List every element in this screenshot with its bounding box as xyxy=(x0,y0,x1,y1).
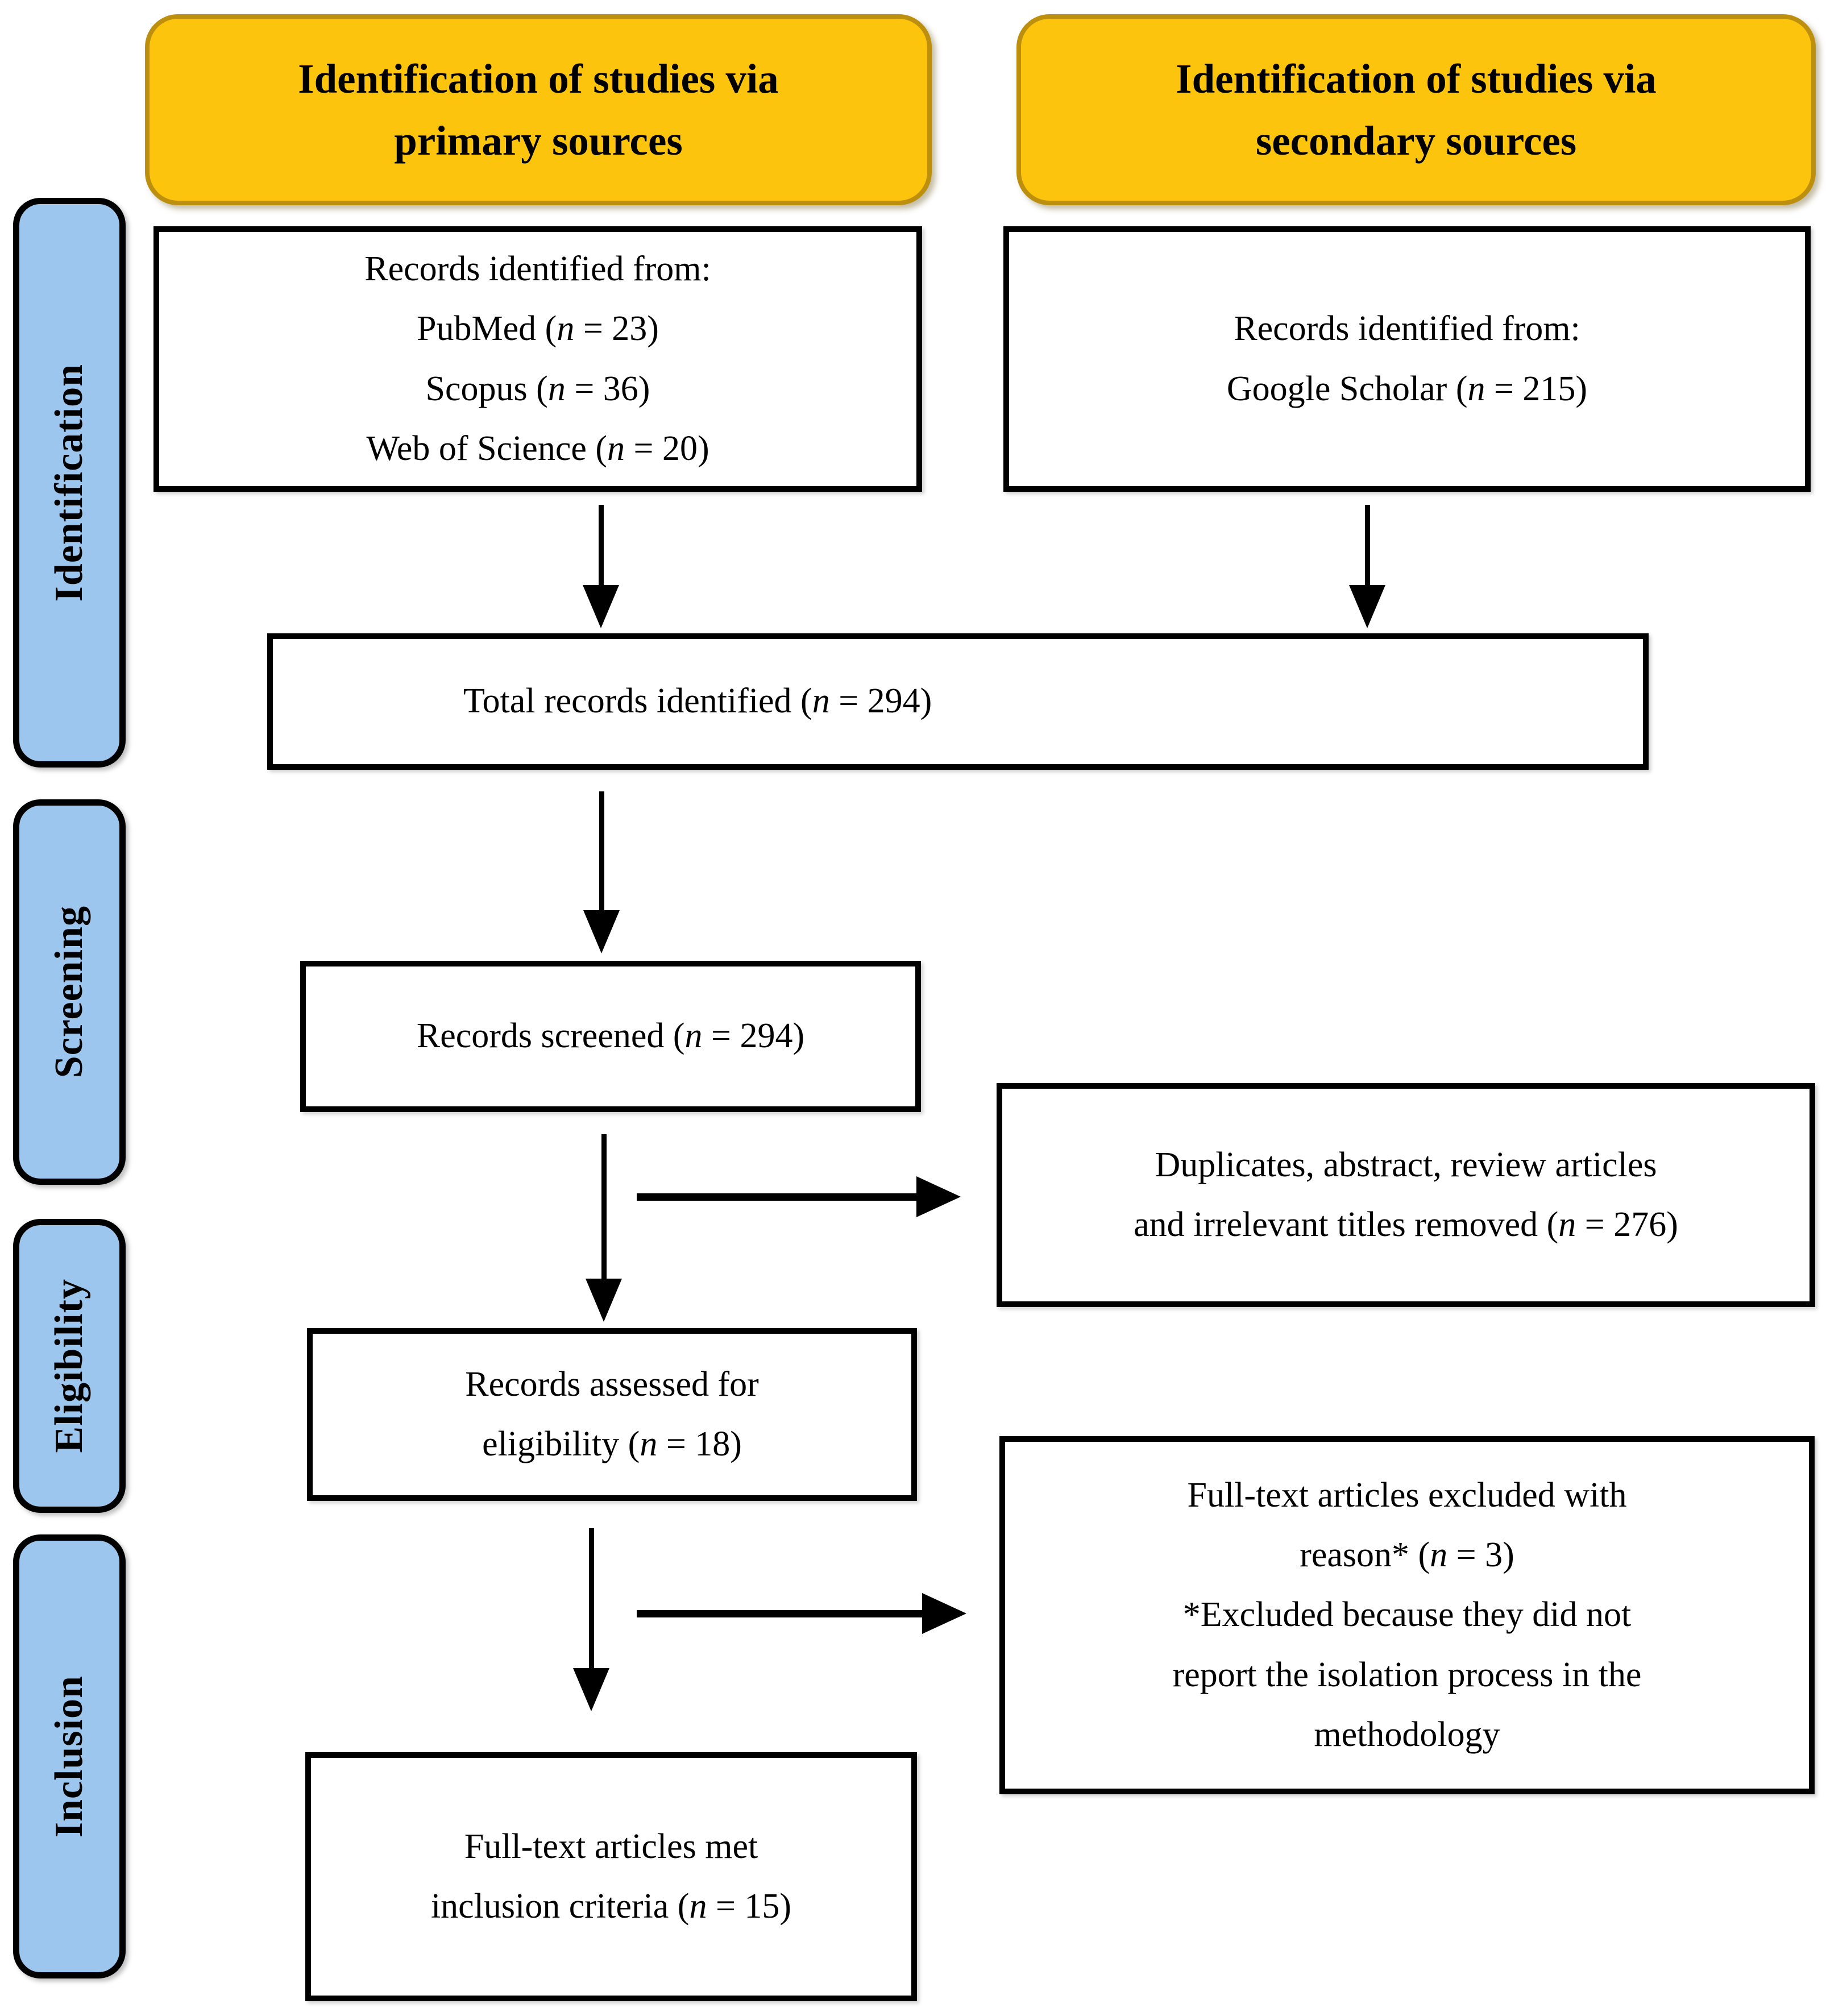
box-text-line: eligibility (n = 18) xyxy=(482,1425,742,1463)
header-primary-line2: primary sources xyxy=(394,118,683,164)
arrow-assessed-to-included xyxy=(573,1528,609,1711)
box-records-identified-secondary: Records identified from: Google Scholar … xyxy=(1003,226,1811,492)
arrow-shaft xyxy=(637,1610,922,1617)
arrow-shaft xyxy=(601,1134,607,1279)
box-text-line: Full-text articles met xyxy=(464,1827,758,1866)
arrow-down-icon xyxy=(573,1668,609,1711)
box-text-line: and irrelevant titles removed (n = 276) xyxy=(1134,1205,1678,1244)
box-text-line: reason* (n = 3) xyxy=(1300,1535,1514,1574)
stage-label-screening-text: Screening xyxy=(47,906,91,1078)
box-text-line: *Excluded because they did not xyxy=(1182,1595,1632,1635)
header-secondary-line2: secondary sources xyxy=(1255,118,1577,164)
box-total-records: Total records identified (n = 294) xyxy=(267,633,1649,770)
arrow-shaft xyxy=(599,791,604,910)
box-text-line: inclusion criteria (n = 15) xyxy=(430,1887,792,1926)
stage-label-eligibility-text: Eligibility xyxy=(47,1279,91,1453)
arrow-right-icon xyxy=(922,1593,966,1634)
stage-label-identification: Identification xyxy=(13,198,126,768)
box-text-line: Scopus (n = 36) xyxy=(425,369,650,408)
arrow-secondary-to-total xyxy=(1349,505,1385,628)
header-secondary-line1: Identification of studies via xyxy=(1176,55,1657,102)
stage-label-screening: Screening xyxy=(13,799,126,1185)
box-records-screened: Records screened (n = 294) xyxy=(300,961,921,1112)
box-text-line: Web of Science (n = 20) xyxy=(366,429,709,468)
arrow-total-to-screened xyxy=(583,791,620,953)
header-secondary-sources: Identification of studies via secondary … xyxy=(1016,14,1816,205)
header-primary-sources: Identification of studies via primary so… xyxy=(145,14,932,205)
arrow-assessed-to-excluded xyxy=(637,1593,966,1634)
arrow-shaft xyxy=(637,1193,916,1201)
stage-label-identification-text: Identification xyxy=(47,363,91,602)
box-text-line: methodology xyxy=(1314,1715,1500,1754)
box-fulltext-included: Full-text articles met inclusion criteri… xyxy=(305,1752,917,2001)
box-text-line: Records identified from: xyxy=(1234,309,1580,349)
box-text-line: Duplicates, abstract, review articles xyxy=(1155,1145,1657,1184)
box-text-line: PubMed (n = 23) xyxy=(417,309,659,349)
arrow-shaft xyxy=(588,1528,594,1668)
arrow-shaft xyxy=(598,505,604,585)
arrow-screened-to-assessed xyxy=(586,1134,622,1322)
box-text-line: Google Scholar (n = 215) xyxy=(1226,369,1588,408)
box-records-assessed: Records assessed for eligibility (n = 18… xyxy=(307,1328,917,1501)
box-text-line: Records identified from: xyxy=(364,249,711,288)
box-fulltext-excluded: Full-text articles excluded with reason*… xyxy=(999,1436,1815,1794)
arrow-screened-to-duplicates xyxy=(637,1176,961,1217)
arrow-primary-to-total xyxy=(583,505,619,628)
arrow-down-icon xyxy=(1349,585,1385,628)
box-duplicates-removed: Duplicates, abstract, review articles an… xyxy=(997,1083,1815,1307)
box-text-line: Records screened (n = 294) xyxy=(416,1017,805,1056)
arrow-right-icon xyxy=(916,1176,961,1217)
box-text-line: Full-text articles excluded with xyxy=(1187,1475,1627,1515)
box-text-line: Total records identified (n = 294) xyxy=(463,682,932,721)
box-text-line: Records assessed for xyxy=(465,1364,759,1404)
arrow-down-icon xyxy=(583,585,619,628)
box-records-identified-primary: Records identified from: PubMed (n = 23)… xyxy=(153,226,922,492)
stage-label-inclusion-text: Inclusion xyxy=(47,1675,91,1838)
stage-label-inclusion: Inclusion xyxy=(13,1534,126,1978)
header-primary-line1: Identification of studies via xyxy=(298,55,779,102)
arrow-shaft xyxy=(1364,505,1370,585)
arrow-down-icon xyxy=(583,910,620,953)
stage-label-eligibility: Eligibility xyxy=(13,1219,126,1513)
box-text-line: report the isolation process in the xyxy=(1172,1655,1642,1694)
arrow-down-icon xyxy=(586,1279,622,1322)
